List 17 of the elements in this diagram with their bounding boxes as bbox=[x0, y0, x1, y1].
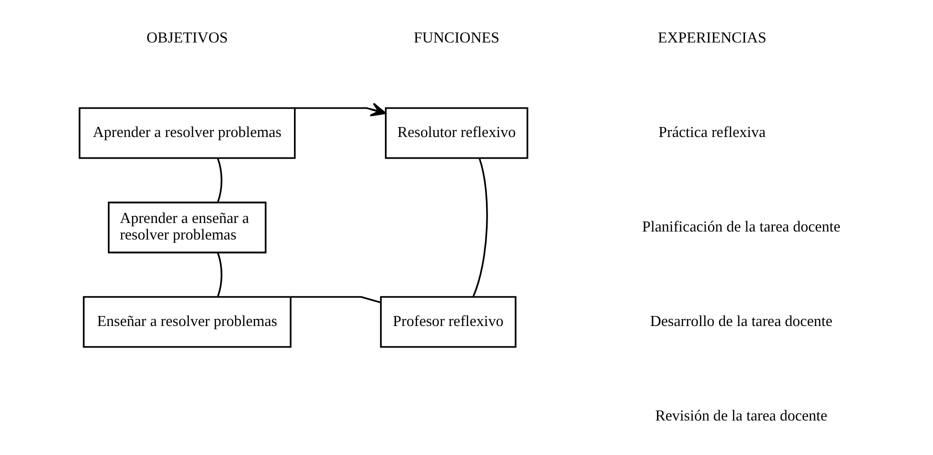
connector bbox=[216, 252, 222, 297]
connector bbox=[216, 158, 222, 202]
label: Práctica reflexiva bbox=[658, 124, 766, 141]
arrow bbox=[294, 102, 386, 116]
node-box: Enseñar a resolver problemas bbox=[82, 296, 291, 348]
connector bbox=[472, 158, 488, 297]
label: Planificación de la tarea docente bbox=[642, 218, 840, 236]
label: EXPERIENCIAS bbox=[657, 30, 766, 47]
label: FUNCIONES bbox=[413, 30, 499, 47]
connector bbox=[290, 296, 380, 304]
node-box: Resolutor reflexivo bbox=[384, 107, 528, 159]
node-box: Aprender a resolver problemas bbox=[78, 107, 296, 159]
node-box: Profesor reflexivo bbox=[380, 296, 516, 348]
label: Desarrollo de la tarea docente bbox=[650, 312, 832, 330]
label: OBJETIVOS bbox=[146, 30, 228, 47]
node-box: Aprender a enseñar a resolver problemas bbox=[107, 202, 266, 254]
label: Revisión de la tarea docente bbox=[654, 407, 827, 424]
